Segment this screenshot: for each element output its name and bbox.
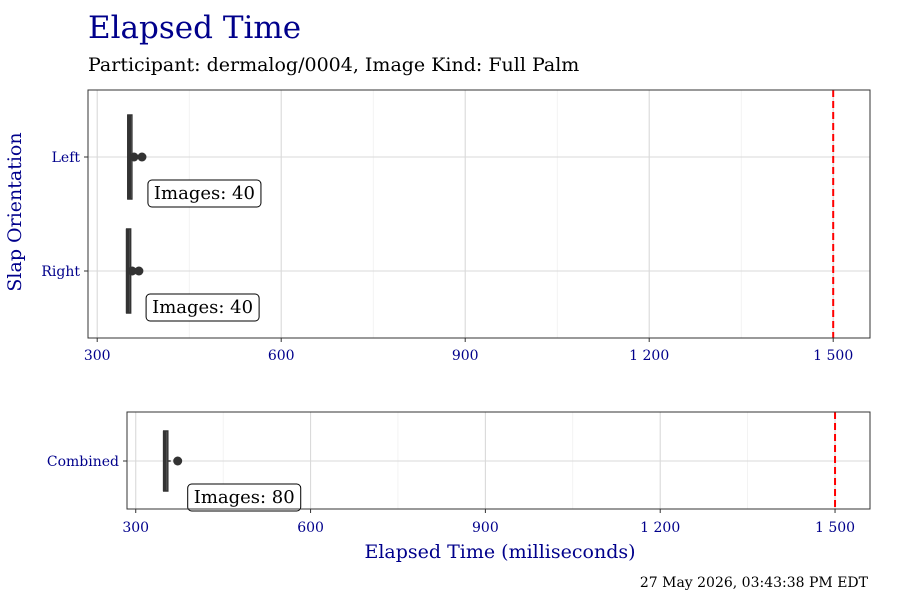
x-tick-label: 900 <box>472 520 499 536</box>
outlier-point <box>173 456 183 466</box>
x-tick-label: 1 200 <box>629 348 669 364</box>
caption: 27 May 2026, 03:43:38 PM EDT <box>640 575 869 591</box>
outlier-point <box>137 152 147 162</box>
count-annotation: Images: 80 <box>194 487 295 508</box>
x-tick-label: 1 200 <box>640 520 680 536</box>
annotation-box <box>187 483 302 512</box>
annotation-box <box>145 293 260 322</box>
outlier-point <box>134 266 144 276</box>
outlier-point <box>129 152 139 162</box>
panel-border <box>126 411 871 510</box>
x-tick-label: 1 500 <box>813 348 853 364</box>
y-tick-label: Combined <box>47 454 119 470</box>
x-tick-label: 300 <box>122 520 149 536</box>
x-tick-label: 1 500 <box>815 520 855 536</box>
y-tick-label: Right <box>41 264 80 280</box>
chart-subtitle: Participant: dermalog/0004, Image Kind: … <box>88 54 579 76</box>
count-annotation: Images: 40 <box>154 183 255 204</box>
y-tick-label: Left <box>52 150 81 166</box>
count-annotation: Images: 40 <box>152 297 253 318</box>
y-axis-title: Slap Orientation <box>4 132 26 291</box>
x-axis-title: Elapsed Time (milliseconds) <box>364 541 635 563</box>
annotation-box <box>147 179 262 208</box>
x-tick-label: 600 <box>268 348 295 364</box>
chart-title: Elapsed Time <box>88 10 301 46</box>
panel-border <box>87 89 871 339</box>
x-tick-label: 300 <box>84 348 111 364</box>
x-tick-label: 600 <box>297 520 324 536</box>
outlier-point <box>127 266 137 276</box>
x-tick-label: 900 <box>452 348 479 364</box>
